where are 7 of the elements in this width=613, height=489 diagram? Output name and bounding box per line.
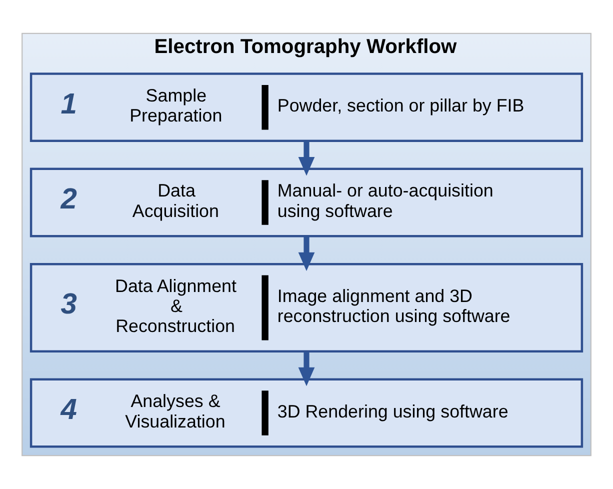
node-box: 4 Analyses & Visualization 3D Rendering using software [30,378,584,448]
arrow [298,352,315,386]
node-box: 3 Data Alignment & Reconstruction Image alignment and 3D reconstruction using software [30,262,584,353]
node-box: 1 Sample Preparation Powder, section or pillar by FIB [30,72,584,142]
arrow [298,236,315,272]
node-box: 2 Data Acquisition Manual- or auto-acquisition using software [30,168,584,238]
arrow [298,140,315,176]
